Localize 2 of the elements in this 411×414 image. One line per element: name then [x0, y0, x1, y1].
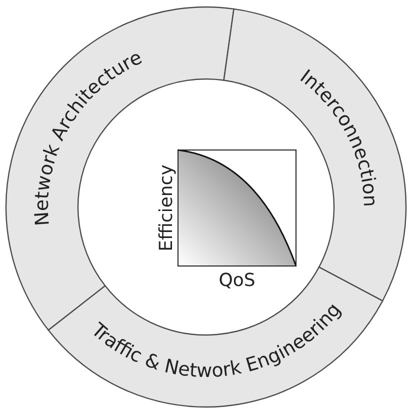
axis-label: QoS: [218, 270, 256, 291]
axis-label: Efficiency: [156, 164, 177, 252]
